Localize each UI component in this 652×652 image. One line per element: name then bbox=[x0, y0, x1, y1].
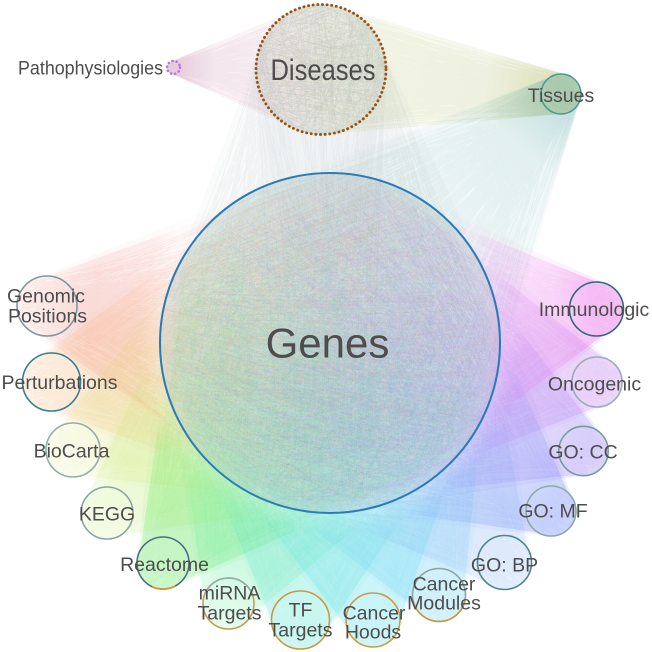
svg-text:Pathophysiologies: Pathophysiologies bbox=[18, 58, 163, 80]
svg-text:Tissues: Tissues bbox=[528, 85, 595, 107]
svg-text:Oncogenic: Oncogenic bbox=[548, 374, 641, 396]
svg-text:GO: BP: GO: BP bbox=[471, 555, 538, 577]
svg-text:Perturbations: Perturbations bbox=[2, 372, 118, 394]
svg-text:KEGG: KEGG bbox=[79, 504, 135, 526]
svg-text:Genes: Genes bbox=[266, 320, 390, 367]
svg-text:TF: TF bbox=[289, 600, 313, 622]
svg-text:BioCarta: BioCarta bbox=[34, 441, 110, 463]
svg-text:miRNA: miRNA bbox=[199, 583, 261, 605]
svg-text:Diseases: Diseases bbox=[271, 54, 376, 87]
svg-text:Hoods: Hoods bbox=[345, 622, 402, 644]
svg-text:Reactome: Reactome bbox=[120, 554, 209, 576]
svg-text:Targets: Targets bbox=[198, 603, 262, 625]
svg-text:Cancer: Cancer bbox=[343, 603, 406, 625]
svg-text:Modules: Modules bbox=[407, 593, 481, 615]
svg-text:Cancer: Cancer bbox=[413, 574, 476, 596]
svg-text:Immunologic: Immunologic bbox=[539, 299, 650, 321]
svg-text:Targets: Targets bbox=[269, 620, 333, 642]
svg-text:Genomic: Genomic bbox=[7, 286, 85, 308]
svg-text:GO: MF: GO: MF bbox=[518, 501, 587, 523]
svg-text:Positions: Positions bbox=[8, 306, 87, 328]
svg-text:GO: CC: GO: CC bbox=[548, 442, 617, 464]
